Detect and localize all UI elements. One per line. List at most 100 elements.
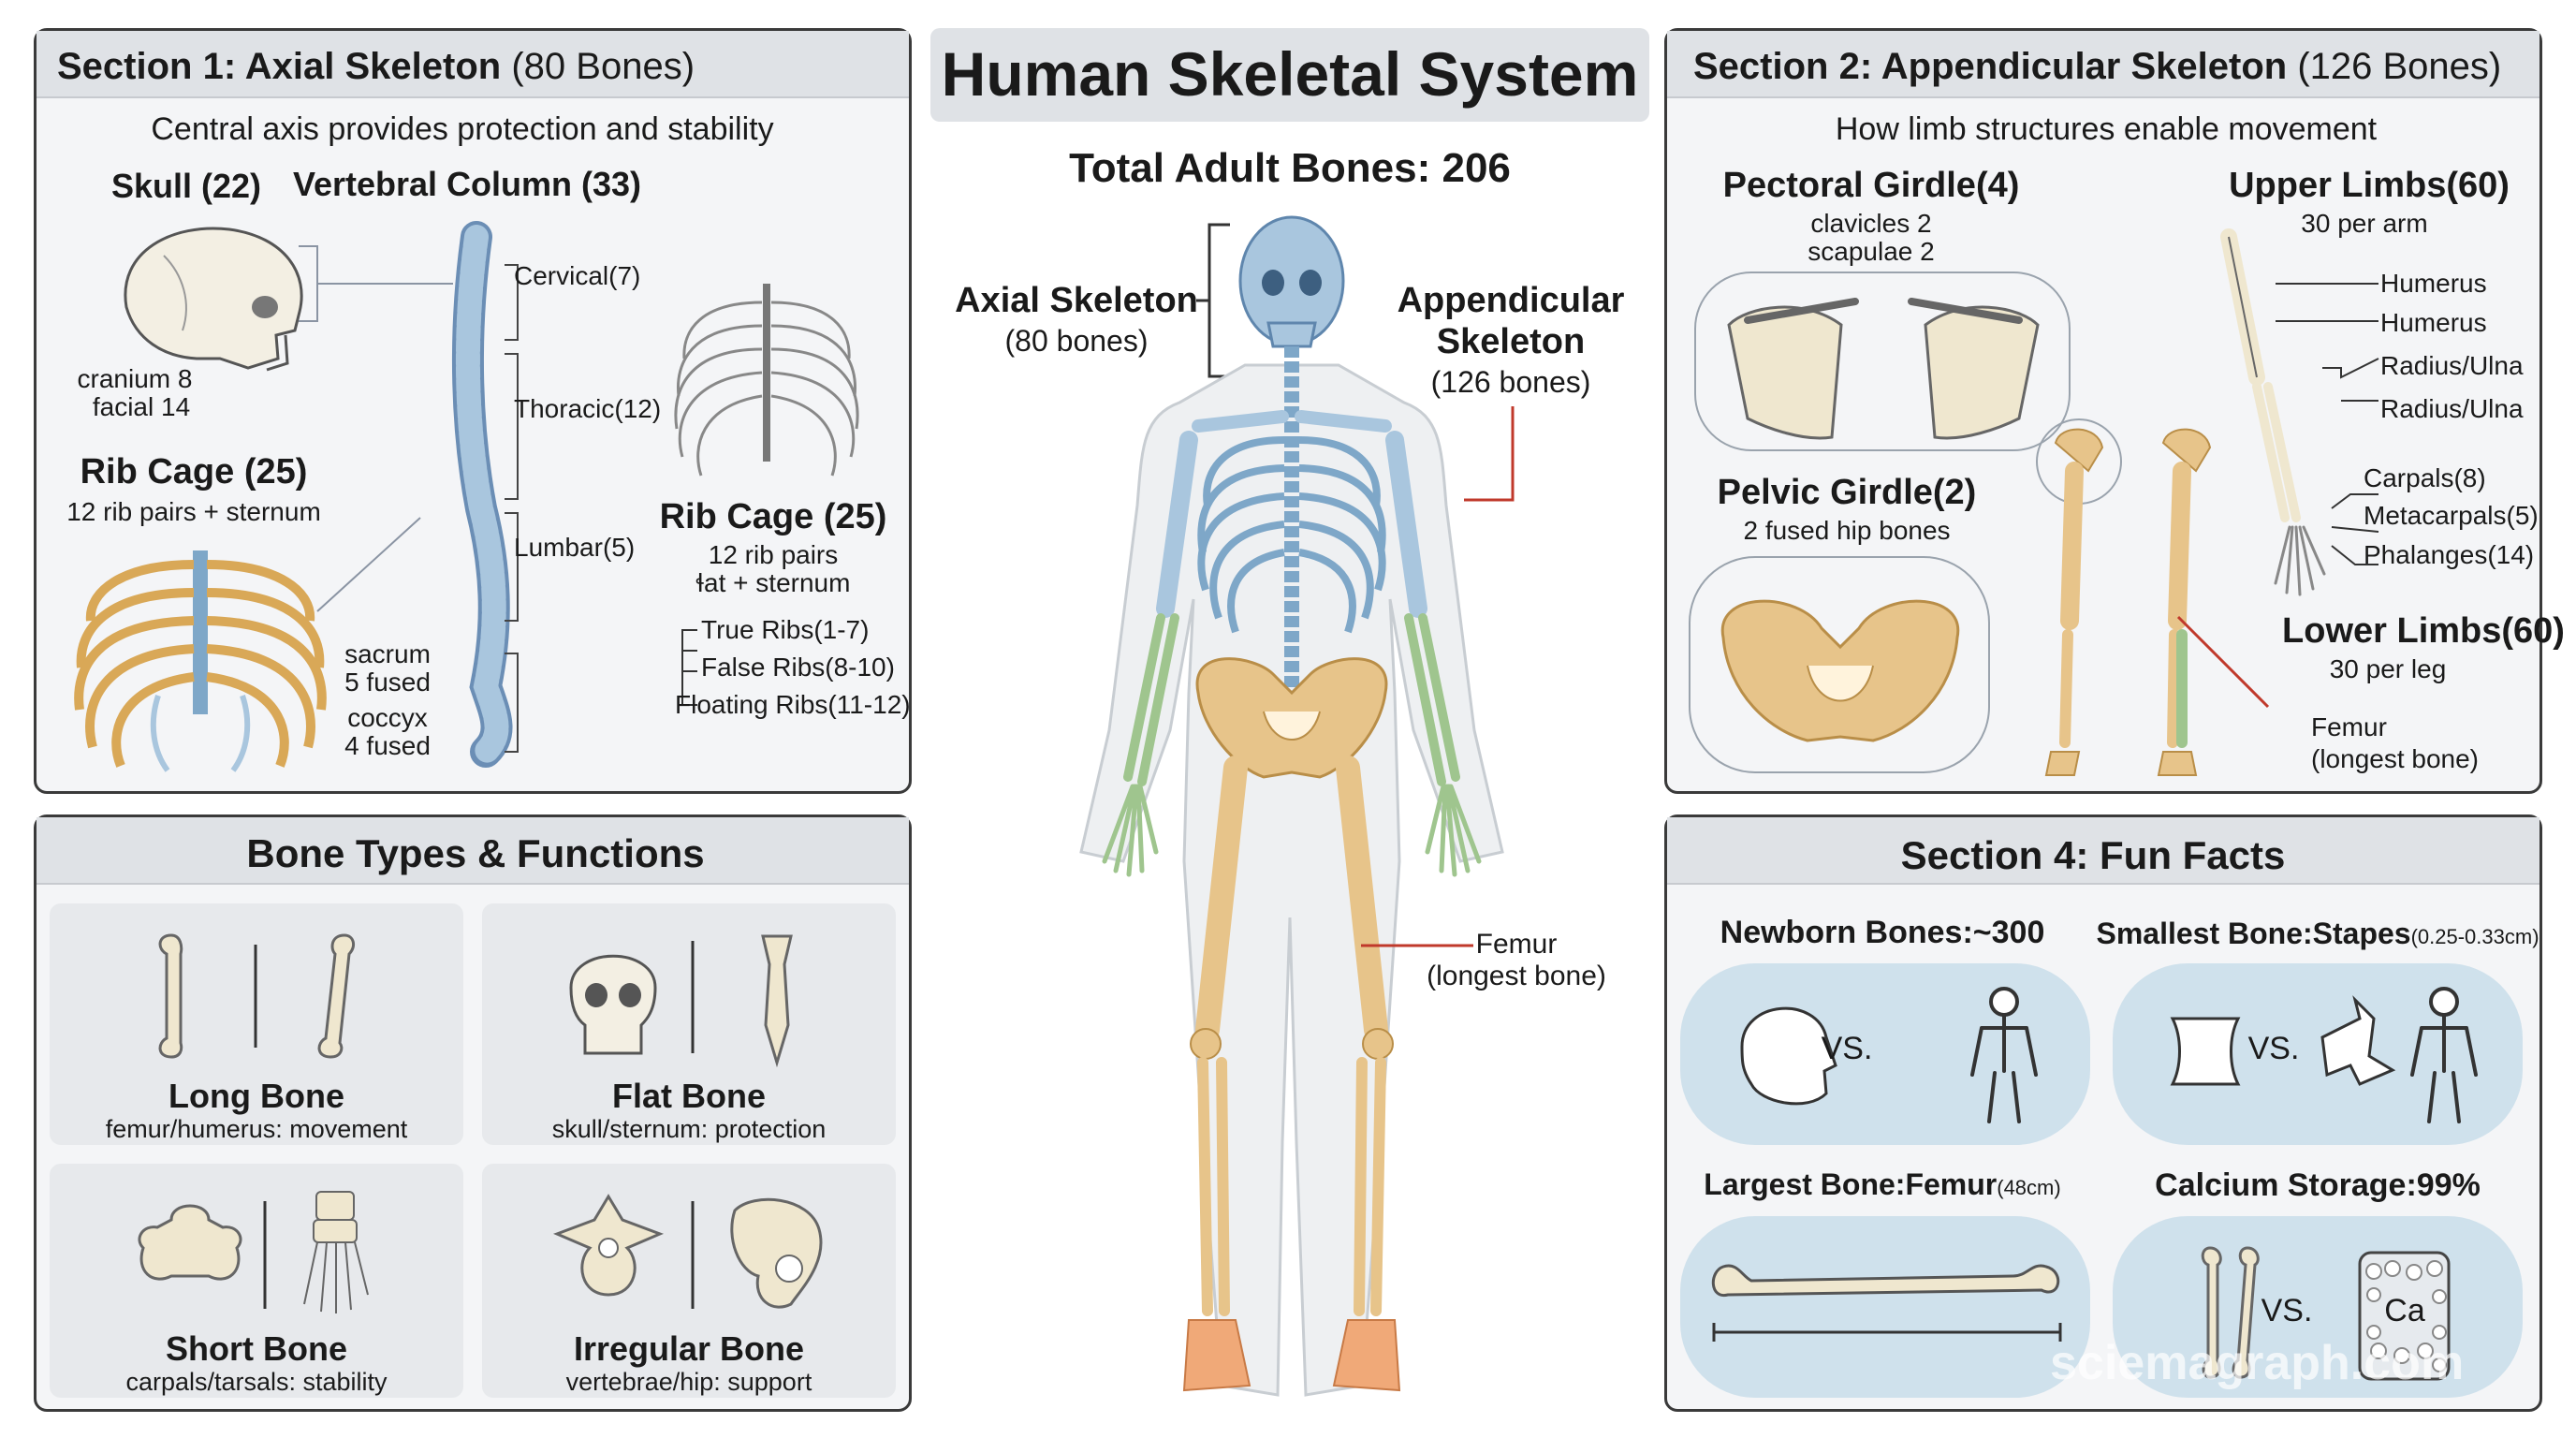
upper-limbs-title: Upper Limbs(60)	[2229, 166, 2510, 205]
rib-pairs-right: 12 rib pairs	[708, 540, 839, 569]
rib-leader-line	[316, 517, 421, 612]
rib-cage-outline-illustration	[674, 284, 859, 477]
false-ribs-label: False Ribs(8-10)	[701, 653, 895, 682]
short-bone-title: Short Bone	[166, 1329, 347, 1368]
newborn-vs: VS.	[1821, 1031, 1873, 1066]
stapes-illustration	[2170, 987, 2478, 1123]
pelvic-title: Pelvic Girdle(2)	[1717, 473, 1977, 512]
rib-cage-sub-left: 12 rib pairs + sternum	[66, 497, 321, 526]
center-app-title-2: Skeleton	[1436, 322, 1586, 361]
appendicular-title-count: (126 Bones)	[2297, 46, 2502, 87]
center-app-leader	[1464, 406, 1515, 502]
cervical-label: Cervical(7)	[514, 261, 641, 290]
irregular-bone-icon	[552, 1194, 823, 1309]
skull-illustration	[124, 227, 303, 372]
lumbar-label: Lumbar(5)	[514, 533, 636, 562]
femur-bubble	[1680, 1216, 2090, 1398]
axial-panel-header	[37, 31, 909, 98]
rib-cage-title-left: Rib Cage (25)	[80, 452, 308, 492]
femur-leader	[2176, 615, 2270, 709]
femur-label: Femur	[2311, 712, 2387, 741]
irregular-bone-card: Irregular Bone vertebrae/hip: support	[482, 1164, 896, 1398]
bone-types-header	[37, 817, 909, 885]
flat-bone-title: Flat Bone	[611, 1077, 767, 1115]
upper-limb-illustration	[2220, 228, 2326, 596]
vertebral-column-illustration	[451, 221, 513, 768]
calcium-vs: VS.	[2261, 1293, 2313, 1328]
coccyx-fused: 4 fused	[344, 731, 431, 760]
smallest-fact-size: (0.25-0.33cm)	[2410, 925, 2539, 948]
newborn-illustration	[1740, 987, 2038, 1123]
smallest-fact: Smallest Bone:Stapes(0.25-0.33cm)	[2096, 918, 2539, 948]
humerus-label-1: Humerus	[2380, 269, 2487, 298]
upper-limb-leaders	[2276, 283, 2379, 565]
radius-ulna-label-1: Radius/Ulna	[2380, 351, 2524, 380]
phalanges-label: Phalanges(14)	[2364, 540, 2535, 569]
rib-cage-title-right: Rib Cage (25)	[659, 497, 887, 536]
calcium-illustration	[2201, 1246, 2451, 1381]
appendicular-panel-header	[1667, 31, 2539, 98]
radius-ulna-label-2: Radius/Ulna	[2380, 394, 2524, 423]
axial-subtitle: Central axis provides protection and sta…	[151, 111, 774, 147]
skull-leader-line	[299, 245, 453, 322]
long-bone-desc: femur/humerus: movement	[105, 1115, 408, 1143]
appendicular-subtitle: How limb structures enable movement	[1835, 111, 2378, 147]
pectoral-title: Pectoral Girdle(4)	[1722, 166, 2020, 205]
true-ribs-label: True Ribs(1-7)	[701, 615, 870, 644]
irregular-bone-desc: vertebrae/hip: support	[565, 1368, 812, 1396]
vertebral-title: Vertebral Column (33)	[292, 165, 642, 203]
main-title-box	[930, 28, 1649, 122]
center-app-title-1: Appendicular	[1397, 281, 1625, 320]
center-femur-label: Femur	[1475, 929, 1558, 960]
bone-types-title: Bone Types & Functions	[246, 831, 705, 875]
smallest-fact-main: Smallest Bone:Stapes	[2096, 917, 2411, 950]
center-femur-sub: (longest bone)	[1427, 961, 1606, 991]
femur-sub-label: (longest bone)	[2311, 744, 2480, 773]
short-bone-desc: carpals/tarsals: stability	[125, 1368, 388, 1396]
short-bone-card: Short Bone carpals/tarsals: stability	[50, 1164, 463, 1398]
lower-limb-illustration	[2036, 418, 2212, 776]
rib-sternum-right: ɬat + sternum	[695, 568, 851, 597]
appendicular-panel-title: Section 2: Appendicular Skeleton (126 Bo…	[1693, 48, 2501, 85]
total-bones: Total Adult Bones: 206	[1069, 145, 1511, 191]
newborn-fact: Newborn Bones:~300	[1720, 915, 2045, 950]
flat-bone-icon	[569, 934, 793, 1068]
calcium-bubble	[2113, 1216, 2523, 1398]
carpals-label: Carpals(8)	[2364, 463, 2486, 492]
skull-title: Skull (22)	[110, 167, 262, 205]
calcium-fact: Calcium Storage:99%	[2155, 1167, 2481, 1203]
center-femur-leader	[1361, 944, 1473, 947]
largest-fact: Largest Bone:Femur(48cm)	[1704, 1169, 2060, 1199]
coccyx-label: coccyx	[347, 703, 428, 732]
sacrum-label: sacrum	[344, 639, 431, 668]
center-axial-count: (80 bones)	[1004, 324, 1149, 358]
vertebral-brackets	[505, 264, 519, 753]
upper-limbs-sub: 30 per arm	[2301, 209, 2428, 238]
metacarpals-label: Metacarpals(5)	[2364, 501, 2539, 530]
axial-panel-title: Section 1: Axial Skeleton (80 Bones)	[57, 48, 695, 85]
femur-illustration	[1711, 1264, 2062, 1342]
lower-limbs-sub: 30 per leg	[2329, 654, 2447, 683]
watermark: sciemagraph.com	[2050, 1336, 2465, 1390]
calcium-symbol: Ca	[2384, 1293, 2425, 1328]
long-bone-card: Long Bone femur/humerus: movement	[50, 903, 463, 1145]
appendicular-title-bold: Section 2: Appendicular Skeleton	[1693, 46, 2288, 87]
main-title: Human Skeletal System	[941, 39, 1639, 109]
axial-skeleton-panel: Section 1: Axial Skeleton (80 Bones) Cen…	[34, 28, 912, 794]
short-bone-icon	[138, 1191, 369, 1313]
center-app-count: (126 bones)	[1430, 365, 1591, 399]
irregular-bone-title: Irregular Bone	[573, 1329, 805, 1368]
fun-facts-panel: Section 4: Fun Facts Newborn Bones:~300 …	[1664, 814, 2542, 1412]
largest-fact-size: (48cm)	[1997, 1176, 2061, 1199]
appendicular-skeleton-panel: Section 2: Appendicular Skeleton (126 Bo…	[1664, 28, 2565, 794]
pelvic-sub: 2 fused hip bones	[1743, 516, 1951, 545]
pectoral-clavicles: clavicles 2	[1810, 209, 1932, 238]
skull-facial: facial 14	[92, 392, 191, 421]
pectoral-girdle-illustration	[1694, 271, 2071, 451]
humerus-label-2: Humerus	[2380, 308, 2487, 337]
center-axial-bracket	[1196, 223, 1230, 378]
lower-limbs-title: Lower Limbs(60)	[2282, 611, 2565, 651]
long-bone-icon	[158, 933, 356, 1059]
axial-title-count: (80 Bones)	[511, 46, 695, 87]
pelvic-girdle-illustration	[1689, 556, 1990, 773]
